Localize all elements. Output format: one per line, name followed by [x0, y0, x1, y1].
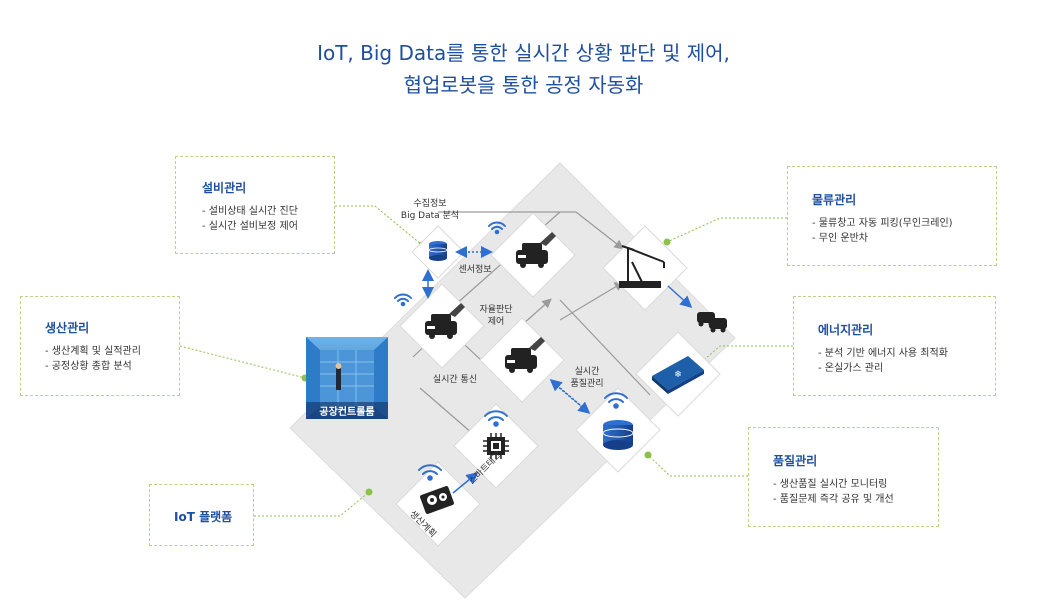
tile-crane	[602, 225, 688, 311]
tile-robot-top	[490, 212, 576, 298]
realtime-quality-label-2: 품질관리	[570, 377, 603, 389]
database-small-icon	[428, 241, 448, 261]
equipment-item-1: 설비상태 실시간 진단	[202, 204, 334, 219]
production-item-1: 생산계획 및 실적관리	[45, 344, 179, 359]
logistics-item-2: 무인 운반차	[812, 231, 996, 246]
tile-production-plan	[395, 461, 481, 547]
production-plan-label: 생산계획	[407, 508, 439, 540]
quality-title: 품질관리	[773, 454, 818, 468]
control-room-image	[306, 337, 388, 419]
tile-energy	[635, 331, 721, 417]
page-title-line1: IoT, Big Data를 통한 실시간 상황 판단 및 제어,	[317, 41, 730, 65]
autonomous-label-1: 자율판단	[479, 304, 512, 315]
iot-platform-box: IoT 플랫폼	[149, 484, 254, 546]
production-box: 생산관리 생산계획 및 실적관리 공정상황 종합 분석	[20, 296, 180, 396]
collect-label-2: Big Data 분석	[401, 210, 459, 221]
platform-base	[289, 162, 736, 599]
quality-box: 품질관리 생산품질 실시간 모니터링 품질문제 즉각 공유 및 개선	[748, 427, 939, 527]
database-large-icon	[602, 420, 634, 450]
realtime-quality-label-1: 실시간	[575, 366, 600, 377]
quality-item-2: 품질문제 즉각 공유 및 개선	[773, 492, 938, 507]
sensor-label: 센서정보	[458, 264, 491, 275]
energy-monitor-icon: ❄	[652, 356, 704, 394]
equipment-box: 설비관리 설비상태 실시간 진단 실시간 설비보정 제어	[175, 156, 335, 254]
wifi-icon-group	[394, 221, 628, 481]
chip-icon	[483, 433, 509, 459]
gears-icon	[420, 486, 454, 514]
tile-smart-tag	[453, 403, 539, 489]
smart-tag-label: 스마트태그	[467, 450, 504, 487]
production-item-2: 공정상황 종합 분석	[45, 359, 179, 374]
crane-icon	[619, 245, 665, 288]
tile-quality	[575, 387, 661, 473]
robot-car-icon-mid	[425, 303, 465, 339]
logistics-item-1: 물류창고 자동 피킹(무인크레인)	[812, 216, 996, 231]
control-room-label: 공장컨트롤룸	[319, 405, 374, 418]
page-title-line2: 협업로봇을 통한 공정 자동화	[403, 73, 644, 97]
equipment-item-2: 실시간 설비보정 제어	[202, 219, 334, 234]
vehicles-icon	[697, 312, 727, 333]
tile-robot-mid	[399, 283, 485, 369]
logistics-box: 물류관리 물류창고 자동 피킹(무인크레인) 무인 운반차	[787, 166, 997, 266]
production-title: 생산관리	[45, 321, 90, 335]
energy-item-1: 분석 기반 에너지 사용 최적화	[818, 346, 995, 361]
equipment-title: 설비관리	[202, 181, 247, 195]
energy-title: 에너지관리	[818, 323, 874, 337]
realtime-comm-label: 실시간 통신	[433, 374, 477, 385]
collect-label-1: 수집정보	[413, 197, 446, 209]
robot-car-icon-center	[505, 337, 545, 373]
tile-bigdata	[411, 225, 465, 279]
quality-item-1: 생산품질 실시간 모니터링	[773, 477, 938, 492]
energy-item-2: 온실가스 관리	[818, 361, 995, 376]
energy-box: 에너지관리 분석 기반 에너지 사용 최적화 온실가스 관리	[793, 296, 996, 396]
tile-robot-center	[479, 317, 565, 403]
svg-text:❄: ❄	[674, 370, 682, 380]
logistics-title: 물류관리	[812, 193, 857, 207]
robot-car-icon-top	[516, 232, 556, 268]
iot-platform-title: IoT 플랫폼	[174, 510, 233, 524]
autonomous-label-2: 제어	[488, 316, 505, 327]
